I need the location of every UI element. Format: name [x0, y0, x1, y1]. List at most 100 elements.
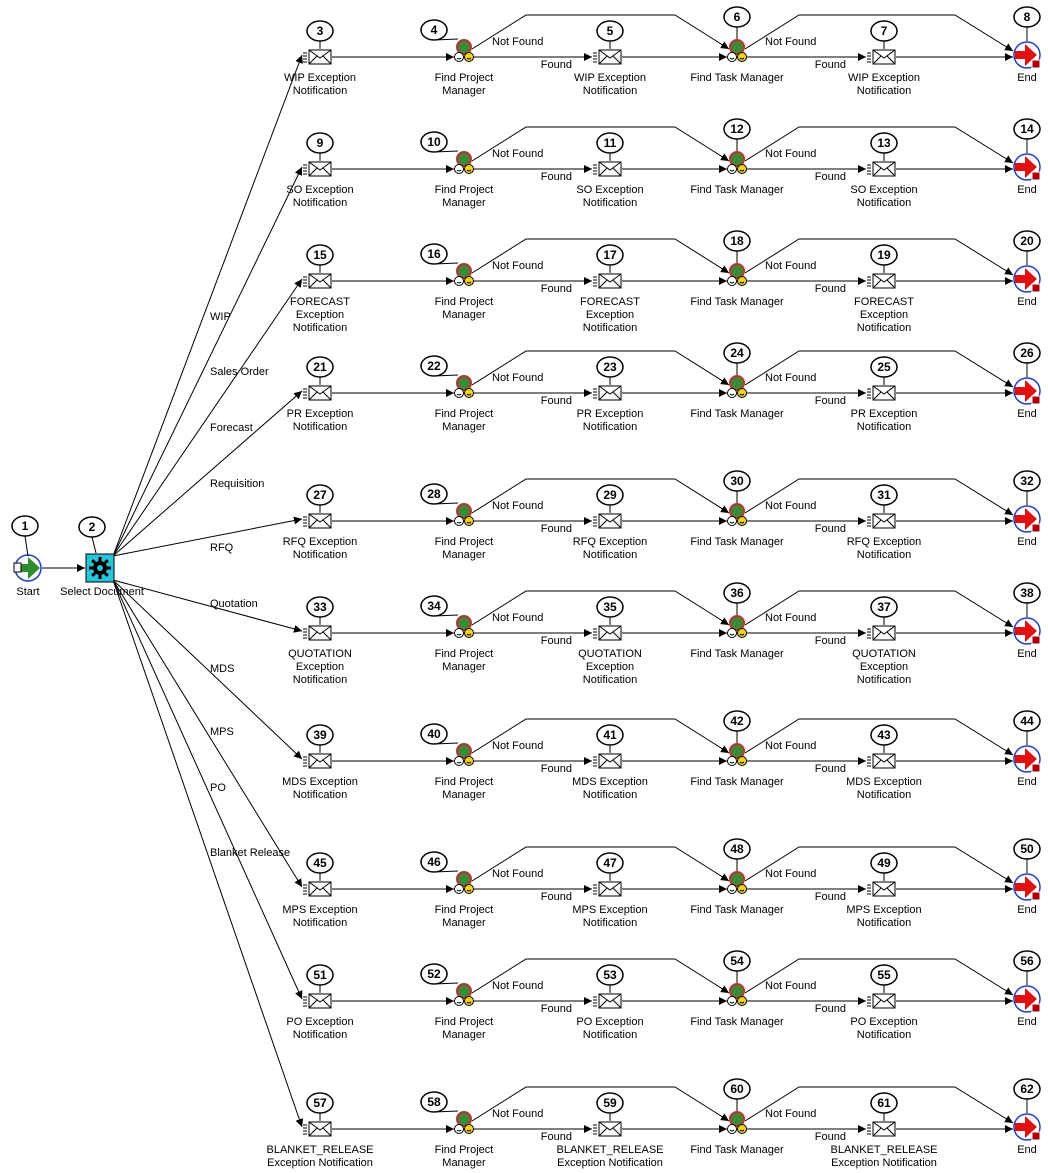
notification-label: PO Exception [286, 1016, 353, 1028]
not-found-label: Not Found [765, 500, 816, 512]
node-number-bubble [596, 1092, 624, 1114]
function-node-icon [454, 263, 474, 286]
envelope-icon [303, 993, 332, 1009]
function-node-icon [454, 871, 474, 894]
not-found-label: Not Found [492, 148, 543, 160]
notification-label: BLANKET_RELEASE [267, 1144, 374, 1156]
function-node-icon [727, 39, 747, 62]
branch-line [112, 579, 303, 760]
node-number: 46 [427, 855, 441, 869]
not-found-line [744, 718, 1014, 756]
node-number: 10 [427, 135, 441, 149]
node-number-bubble [723, 342, 751, 364]
node-number: 17 [603, 248, 617, 262]
node-number: 21 [313, 360, 327, 374]
node-number: 36 [730, 586, 744, 600]
found-label: Found [815, 635, 846, 647]
function-node-icon [454, 743, 474, 766]
find-task-manager-label: Find Task Manager [690, 1016, 784, 1028]
notification-label: Notification [857, 1029, 911, 1041]
node-number-bubble [596, 596, 624, 618]
found-label: Found [815, 395, 846, 407]
node-number: 20 [1020, 234, 1034, 248]
not-found-line [744, 14, 1014, 52]
envelope-icon [593, 161, 622, 177]
node-number: 18 [730, 234, 744, 248]
node-number: 7 [881, 24, 888, 38]
find-project-manager-label: Find Project [435, 296, 494, 308]
found-label: Found [541, 171, 572, 183]
end-label: End [1017, 776, 1037, 788]
not-found-line [471, 718, 730, 754]
node-number-bubble [870, 20, 898, 42]
callout-pointer [24, 535, 29, 557]
not-found-line [744, 958, 1014, 996]
node-number-bubble [870, 964, 898, 986]
node-number-bubble [596, 132, 624, 154]
notification-label: QUOTATION [852, 648, 916, 660]
node-number-bubble [870, 724, 898, 746]
node-number: 59 [603, 1096, 617, 1110]
notification-label: Notification [857, 549, 911, 561]
node-number: 23 [603, 360, 617, 374]
branch-label: Forecast [210, 422, 253, 434]
node-number: 51 [313, 968, 327, 982]
notification-label: Notification [857, 85, 911, 97]
node-number: 11 [604, 136, 617, 150]
found-label: Found [815, 171, 846, 183]
envelope-icon [593, 513, 622, 529]
envelope-icon [867, 753, 896, 769]
node-number: 55 [877, 968, 891, 982]
node-number: 53 [603, 968, 617, 982]
find-project-manager-label: Manager [442, 789, 486, 801]
end-label: End [1017, 72, 1037, 84]
node-number-bubble [723, 230, 751, 252]
notification-label: Notification [857, 789, 911, 801]
function-node-icon [454, 39, 474, 62]
notification-label: FORECAST [580, 296, 640, 308]
branch-line [112, 579, 303, 888]
find-project-manager-label: Find Project [435, 184, 494, 196]
node-number-bubble [420, 1091, 448, 1113]
not-found-label: Not Found [492, 372, 543, 384]
node-number-bubble [870, 484, 898, 506]
envelope-icon [593, 625, 622, 641]
found-label: Found [815, 1003, 846, 1015]
node-number: 16 [427, 247, 441, 261]
find-task-manager-label: Find Task Manager [690, 408, 784, 420]
notification-label: Notification [293, 674, 347, 686]
node-number: 12 [730, 122, 744, 136]
function-node-icon [727, 263, 747, 286]
envelope-icon [593, 753, 622, 769]
envelope-icon [867, 993, 896, 1009]
envelope-icon [303, 753, 332, 769]
node-number: 9 [317, 136, 324, 150]
not-found-label: Not Found [765, 1108, 816, 1120]
node-number: 37 [877, 600, 891, 614]
notification-label: Notification [293, 322, 347, 334]
node-number-bubble [723, 118, 751, 140]
branch-label: Requisition [210, 478, 264, 490]
notification-label: MDS Exception [846, 776, 922, 788]
node-number-bubble [306, 244, 334, 266]
node-number: 50 [1020, 842, 1034, 856]
node-number-bubble [420, 131, 448, 153]
node-number-bubble [723, 582, 751, 604]
node-number: 5 [607, 24, 614, 38]
node-number: 57 [313, 1096, 327, 1110]
find-project-manager-label: Manager [442, 309, 486, 321]
function-node-icon [727, 1111, 747, 1134]
not-found-line [744, 238, 1014, 276]
notification-label: SO Exception [576, 184, 643, 196]
notification-label: Exception [296, 661, 344, 673]
end-icon [1013, 1113, 1041, 1141]
node-number-bubble [306, 724, 334, 746]
find-project-manager-label: Manager [442, 85, 486, 97]
notification-label: MDS Exception [282, 776, 358, 788]
node-number: 34 [427, 599, 441, 613]
envelope-icon [303, 513, 332, 529]
not-found-line [744, 350, 1014, 388]
node-number: 13 [877, 136, 891, 150]
envelope-icon [303, 1121, 332, 1137]
